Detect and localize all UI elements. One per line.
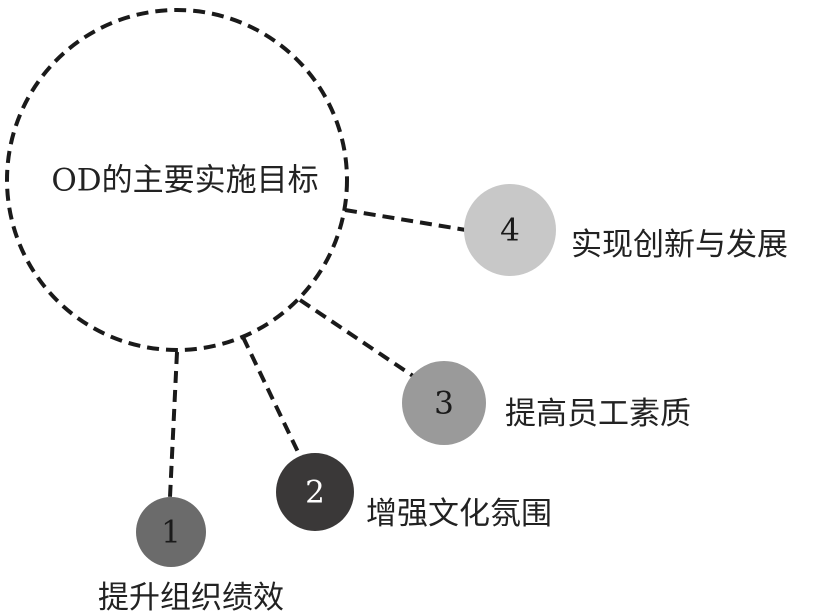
node-2-number: 2 [305, 475, 325, 511]
node-3-circle [402, 361, 486, 445]
connector-2 [241, 336, 300, 453]
node-1-number: 1 [161, 515, 181, 551]
node-4-circle [464, 184, 556, 276]
connector-1 [168, 351, 179, 498]
node-4-label: 实现创新与发展 [571, 227, 788, 263]
node-2-circle [276, 453, 354, 531]
node-1-label: 提升组织绩效 [98, 580, 284, 615]
connector-4 [344, 208, 467, 232]
node-3-number: 3 [434, 386, 454, 422]
node-4-number: 4 [500, 213, 520, 249]
node-2-label: 增强文化氛围 [366, 496, 552, 532]
node-3-label: 提高员工素质 [505, 396, 691, 432]
node-1-circle [136, 497, 206, 567]
main-goal-circle [5, 8, 349, 352]
connector-3 [298, 298, 418, 380]
main-goal-label: OD的主要实施目标 [51, 163, 318, 199]
